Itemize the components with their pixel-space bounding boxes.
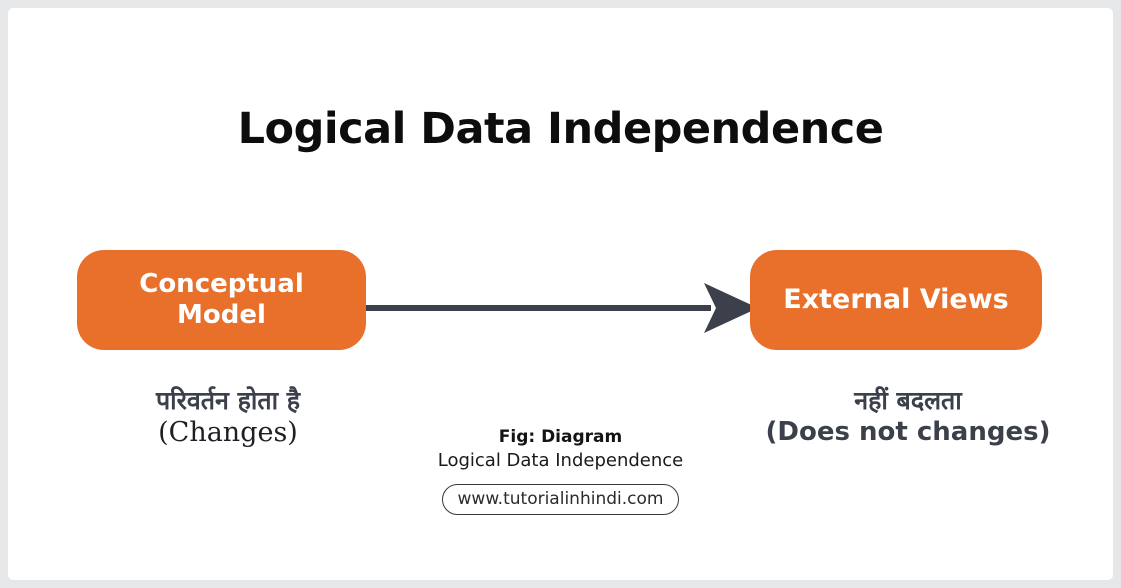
node-label-line-1: Conceptual: [139, 269, 304, 300]
arrow-head: [704, 283, 758, 333]
figure-caption-subtitle: Logical Data Independence: [437, 449, 684, 471]
caption-left: परिवर्तन होता है (Changes): [28, 386, 428, 448]
caption-left-hindi: परिवर्तन होता है: [155, 386, 301, 415]
figure-caption-title: Fig: Diagram: [498, 427, 623, 447]
node-label-line-2: Model: [177, 300, 266, 330]
node-external-views: External Views: [750, 250, 1042, 350]
figure-caption: Fig: Diagram Logical Data Independence w…: [8, 426, 1113, 516]
caption-left-english: (Changes): [158, 416, 298, 448]
caption-right-english: (Does not changes): [765, 416, 1051, 447]
node-external-views-label: External Views: [783, 284, 1009, 316]
watermark-badge: www.tutorialinhindi.com: [441, 484, 680, 516]
caption-right: नहीं बदलता (Does not changes): [708, 386, 1108, 447]
caption-right-hindi: नहीं बदलता: [854, 386, 962, 415]
node-conceptual-model-label: Conceptual Model: [139, 269, 304, 330]
page-title: Logical Data Independence: [237, 104, 884, 154]
arrow-right-icon: [366, 283, 758, 333]
node-conceptual-model: Conceptual Model: [77, 250, 366, 350]
diagram-canvas: Logical Data Independence Conceptual Mod…: [8, 8, 1113, 580]
